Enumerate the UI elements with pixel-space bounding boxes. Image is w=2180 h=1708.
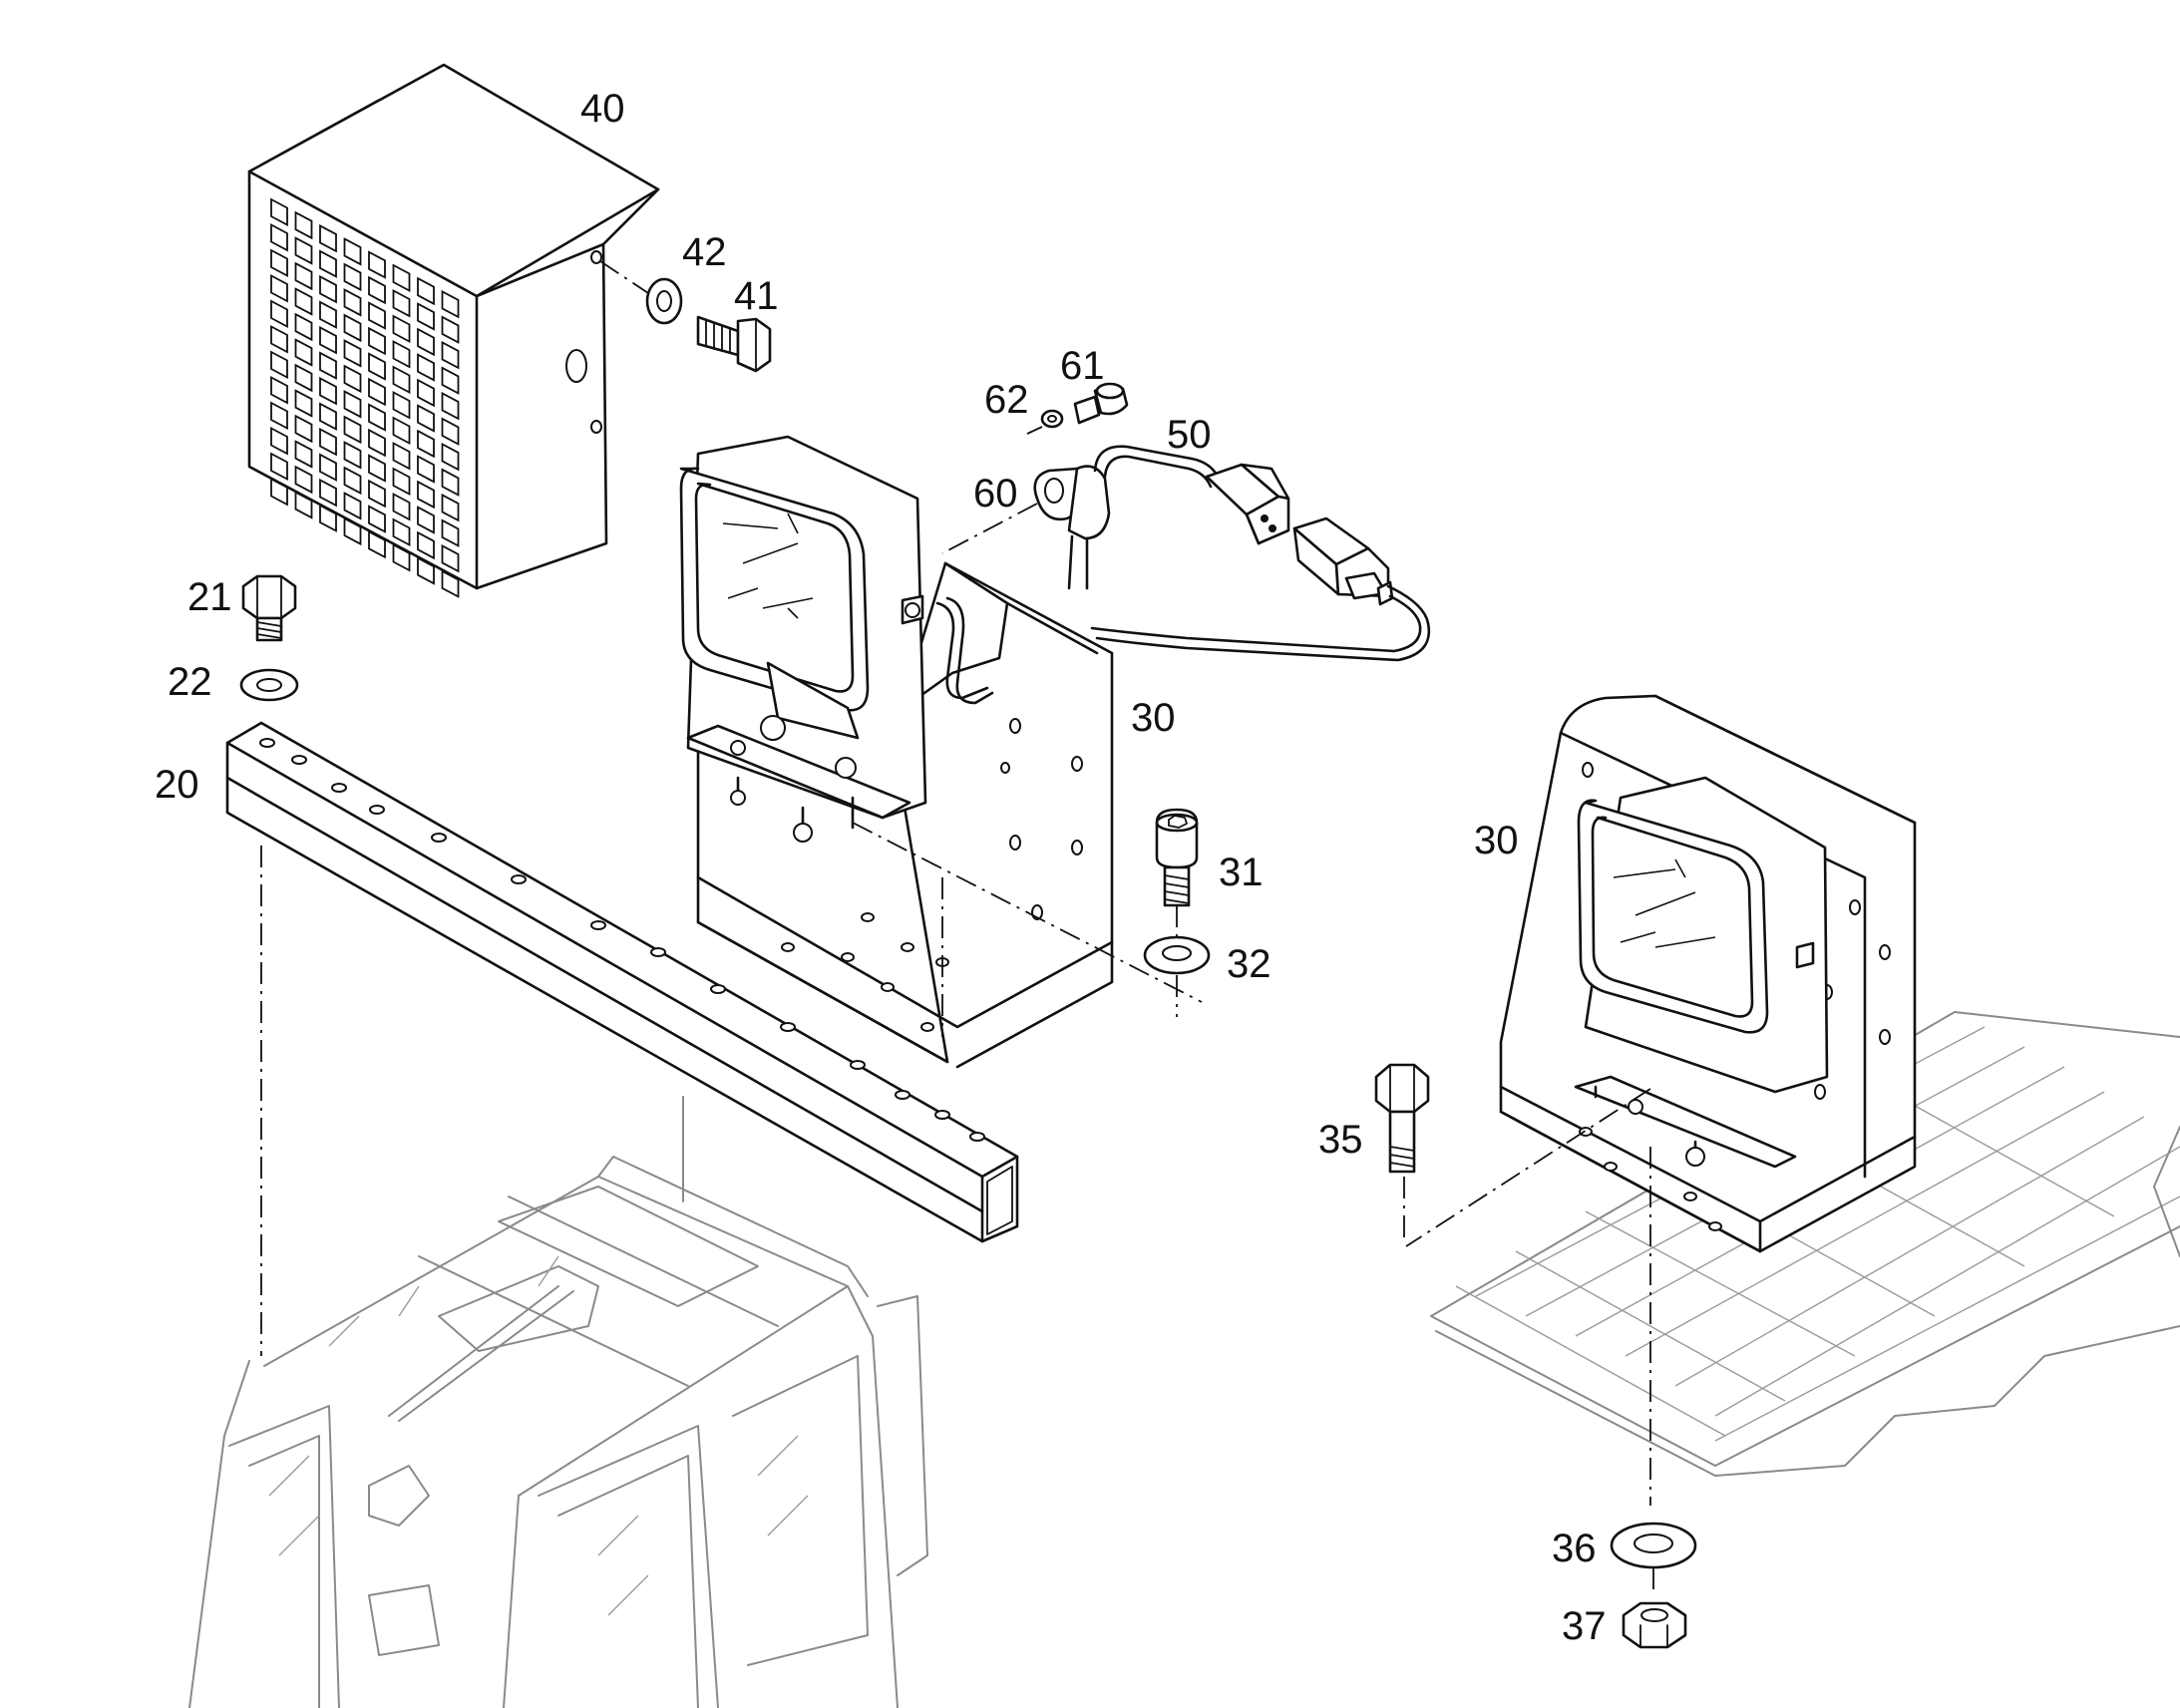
cap-screw-31	[1155, 808, 1199, 907]
grille-openings	[270, 197, 460, 598]
label-60: 60	[973, 472, 1018, 515]
work-lamp-right	[1574, 776, 1829, 1169]
crossbar-holes	[259, 738, 985, 1142]
screw-61	[1073, 382, 1129, 425]
cable-clamp-60	[1033, 465, 1111, 590]
label-35: 35	[1318, 1118, 1363, 1162]
label-62: 62	[984, 378, 1029, 422]
cab-background	[188, 1096, 928, 1708]
label-22: 22	[168, 660, 212, 704]
washer-42	[645, 277, 683, 325]
label-31: 31	[1219, 851, 1264, 894]
washer-36	[1610, 1522, 1697, 1569]
washer-62	[1040, 409, 1064, 429]
label-30-left: 30	[1131, 696, 1176, 740]
crossbar-20	[225, 721, 1019, 1243]
washer-32	[1143, 935, 1211, 975]
label-30-right: 30	[1474, 819, 1519, 862]
label-21: 21	[187, 575, 232, 619]
label-61: 61	[1060, 344, 1105, 388]
label-42: 42	[682, 230, 727, 274]
callout-labels: 40 42 41 61 62 50 60 21 22 20 30 30 31 3…	[155, 87, 1607, 1648]
wire-harness-50	[1090, 445, 1431, 662]
label-50: 50	[1167, 413, 1212, 457]
work-lamp-left	[679, 435, 994, 843]
label-32: 32	[1227, 942, 1272, 986]
bolt-35	[1374, 1063, 1430, 1174]
label-40: 40	[580, 87, 625, 131]
bolt-41	[696, 315, 772, 373]
label-41: 41	[734, 274, 779, 318]
label-37: 37	[1562, 1604, 1607, 1648]
label-36: 36	[1552, 1527, 1597, 1570]
grille-guard-40	[247, 63, 660, 598]
label-20: 20	[155, 763, 199, 807]
nut-37	[1622, 1601, 1687, 1649]
bolt-21	[241, 574, 297, 642]
washer-22	[239, 668, 299, 702]
